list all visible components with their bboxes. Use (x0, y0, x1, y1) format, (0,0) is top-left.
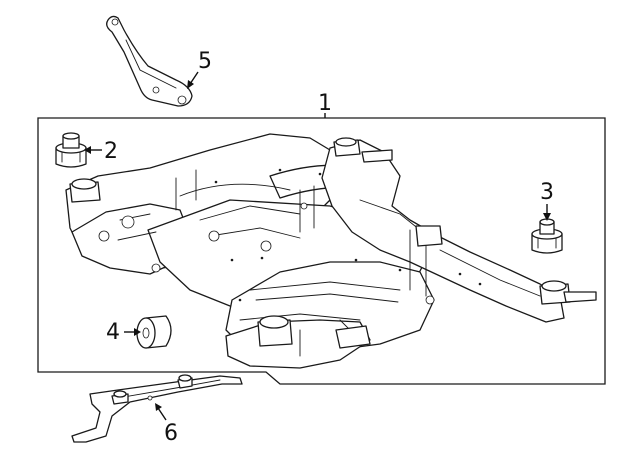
callout-1: 1 (318, 91, 332, 118)
callout-4-label: 4 (106, 320, 120, 345)
part-3-bushing (531, 218, 563, 254)
callout-5: 5 (187, 49, 212, 89)
callout-5-arrowhead (187, 80, 194, 89)
assembly-boundary-box (37, 117, 606, 385)
callout-3-arrowhead (543, 213, 551, 221)
callout-6-leader (157, 407, 167, 421)
callout-1-label: 1 (318, 91, 332, 116)
part-2-bushing (55, 132, 87, 168)
part-6-bracket (71, 374, 243, 443)
callout-2-arrowhead (84, 146, 91, 154)
part-4-bushing (136, 315, 172, 349)
callout-5-label: 5 (198, 49, 212, 74)
callout-4: 4 (106, 320, 141, 345)
callout-2-label: 2 (104, 139, 118, 164)
callout-6-arrowhead (155, 403, 162, 411)
callout-3-label: 3 (540, 180, 554, 205)
callout-6-label: 6 (164, 421, 178, 446)
callout-2: 2 (84, 139, 118, 164)
callout-3: 3 (540, 180, 554, 221)
callout-4-arrowhead (134, 328, 141, 336)
part-5-bracket (106, 15, 193, 107)
callout-6: 6 (155, 403, 178, 446)
callout-5-leader (189, 71, 199, 85)
part-1-frame-crossmember (65, 133, 597, 369)
